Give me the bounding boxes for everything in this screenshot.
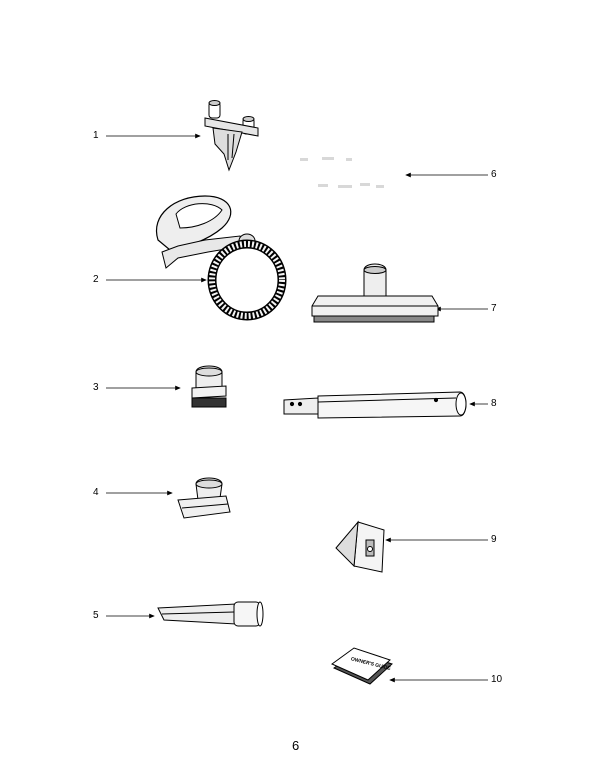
part-number-1: 1 (93, 130, 99, 141)
faded-part-icon (300, 157, 384, 188)
part-number-3: 3 (93, 382, 99, 393)
part-number-2: 2 (93, 274, 99, 285)
part-number-7: 7 (491, 303, 497, 314)
owners-guide-icon: OWNER'S GUIDE (331, 647, 393, 685)
part-number-9: 9 (491, 534, 497, 545)
hose-hanger-icon (204, 100, 259, 172)
part-number-6: 6 (491, 169, 497, 180)
floor-brush-icon (311, 263, 439, 323)
hose-assembly-icon (155, 195, 287, 321)
dust-bag-icon (335, 520, 385, 573)
dusting-brush-icon (191, 365, 227, 408)
crevice-tool-icon (157, 601, 264, 627)
part-number-10: 10 (491, 674, 503, 685)
page-number: 6 (292, 738, 300, 753)
extension-wand-icon (283, 391, 467, 419)
part-number-4: 4 (93, 487, 99, 498)
part-number-5: 5 (93, 610, 99, 621)
leader-lines (106, 133, 488, 683)
upholstery-tool-icon (177, 477, 231, 519)
part-number-8: 8 (491, 398, 497, 409)
